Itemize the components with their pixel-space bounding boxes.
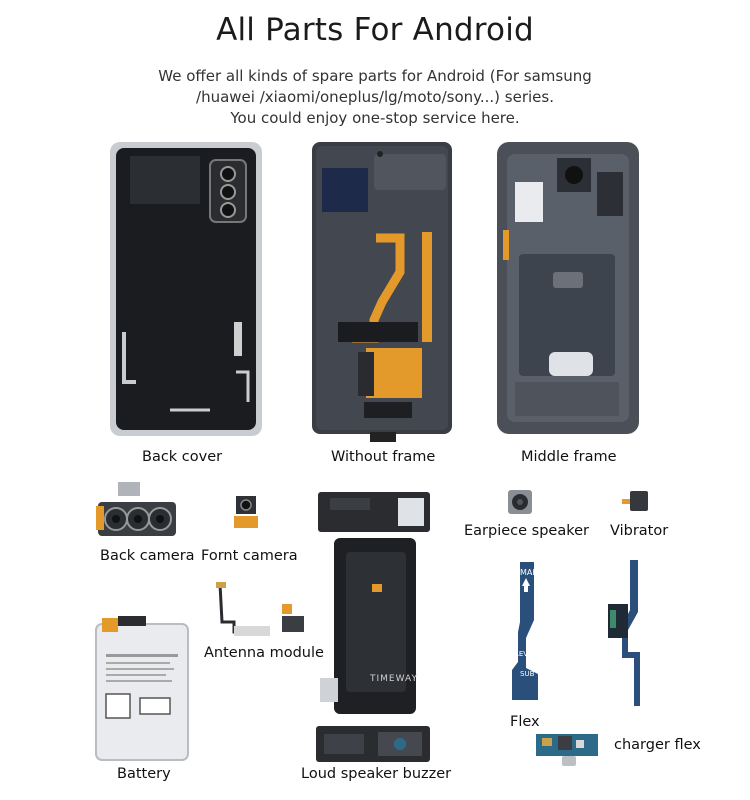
label-without-frame: Without frame	[331, 449, 436, 465]
label-battery: Battery	[117, 766, 171, 782]
subtitle-line-3: You could enjoy one-stop service here.	[230, 109, 520, 127]
loud-speaker-buzzer-image	[316, 726, 430, 762]
without-frame-image	[312, 142, 452, 442]
main-flex-rev-mark: REV0.4A	[514, 650, 544, 658]
charger-flex-image	[536, 730, 604, 770]
nfc-plate-image: TIMEWAY	[312, 492, 434, 728]
label-charger-flex: charger flex	[614, 737, 701, 753]
label-earpiece-speaker: Earpiece speaker	[464, 523, 589, 539]
vibrator-image	[622, 489, 650, 513]
label-back-cover: Back cover	[142, 449, 223, 465]
label-loud-speaker-buzzer: Loud speaker buzzer	[301, 766, 452, 782]
side-flex-image	[606, 560, 656, 710]
subtitle-line-2: /huawei /xiaomi/oneplus/lg/moto/sony...)…	[196, 88, 554, 106]
main-flex-image: MAIN REV0.4A SUB	[504, 562, 544, 702]
back-camera-image	[96, 482, 180, 542]
main-flex-main-mark: MAIN	[520, 568, 541, 577]
label-vibrator: Vibrator	[610, 523, 669, 539]
earpiece-speaker-image	[506, 488, 534, 516]
antenna-module-image	[212, 582, 312, 638]
label-front-camera: Fornt camera	[201, 548, 298, 564]
battery-image	[92, 614, 192, 762]
front-camera-image	[232, 496, 260, 532]
label-middle-frame: Middle frame	[521, 449, 617, 465]
plate-brand-mark: TIMEWAY	[370, 674, 418, 684]
label-flex: Flex	[510, 714, 540, 730]
subtitle-line-1: We offer all kinds of spare parts for An…	[158, 67, 592, 85]
label-back-camera: Back camera	[100, 548, 195, 564]
back-cover-image	[110, 142, 262, 436]
main-flex-sub-mark: SUB	[520, 670, 535, 678]
middle-frame-image	[497, 142, 639, 434]
label-antenna-module: Antenna module	[204, 645, 324, 661]
page-title: All Parts For Android	[216, 12, 534, 48]
